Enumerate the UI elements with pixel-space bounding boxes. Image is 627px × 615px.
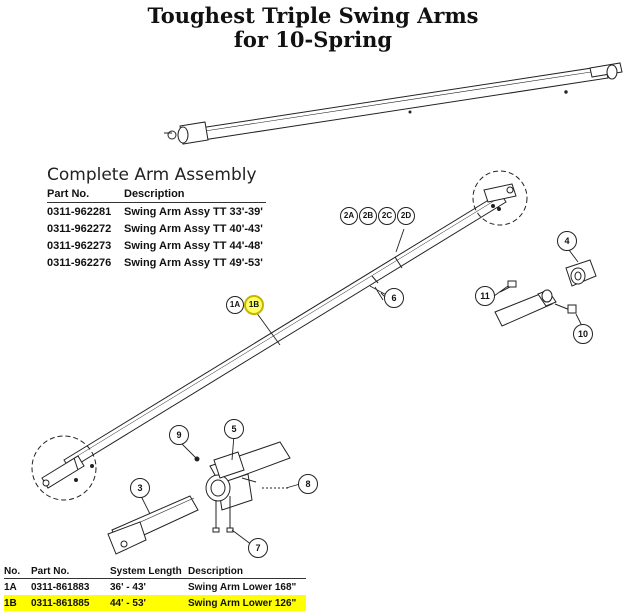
part-11-slide	[494, 280, 577, 327]
part-5-assembly	[194, 441, 291, 533]
lower-col-length: System Length	[110, 564, 188, 579]
assembly-part-cell: 0311-962276	[47, 256, 112, 269]
callout-2a: 2A	[340, 207, 358, 225]
assembly-desc-cell: Swing Arm Assy TT 49'-53'	[124, 256, 263, 269]
callout-2c: 2C	[378, 207, 396, 225]
callout-10: 10	[573, 324, 593, 344]
assembly-table: Part No. Description 0311-962281 Swing A…	[47, 186, 266, 271]
table-row: 0311-962273 Swing Arm Assy TT 44'-48'	[47, 237, 266, 254]
lower-no-cell: 1B	[4, 595, 31, 611]
detail-circle-top	[472, 170, 528, 226]
lower-length-cell: 44' - 53'	[110, 595, 188, 611]
lower-part-cell: 0311-861883	[31, 581, 90, 593]
table-row: 0311-962272 Swing Arm Assy TT 40'-43'	[47, 220, 266, 237]
detail-circle-bottom	[31, 435, 97, 501]
lower-length-cell: 36' - 43'	[110, 581, 146, 593]
assembly-desc-cell: Swing Arm Assy TT 40'-43'	[124, 222, 263, 235]
callout-6: 6	[384, 288, 404, 308]
bottom-end-fitting	[41, 455, 94, 489]
callout-4: 4	[557, 231, 577, 251]
assembly-desc-cell: Swing Arm Assy TT 44'-48'	[124, 239, 263, 252]
callout-5: 5	[224, 419, 244, 439]
assembly-heading: Complete Arm Assembly	[47, 165, 257, 185]
assembly-col-part: Part No.	[47, 186, 124, 203]
callout-7: 7	[248, 538, 268, 558]
table-row: 0311-962276 Swing Arm Assy TT 49'-53'	[47, 254, 266, 271]
assembly-col-desc: Description	[124, 186, 266, 203]
lower-header-row: No. Part No. System Length Description	[4, 564, 306, 579]
leader-lines	[139, 228, 583, 546]
title-line-1: Toughest Triple Swing Arms	[147, 3, 479, 28]
callout-11: 11	[475, 286, 495, 306]
callout-1a: 1A	[226, 296, 244, 314]
title-line-2: for 10-Spring	[233, 27, 393, 52]
part-4-bracket	[565, 259, 597, 287]
table-row: 1A 0311-861883 36' - 43' Swing Arm Lower…	[4, 579, 306, 596]
callout-2b: 2B	[359, 207, 377, 225]
callout-9: 9	[169, 425, 189, 445]
assembly-part-cell: 0311-962272	[47, 222, 112, 235]
top-end-fitting	[483, 183, 517, 211]
lower-part-cell: 0311-861885	[31, 595, 110, 611]
assembly-header-row: Part No. Description	[47, 186, 266, 203]
lower-desc-cell: Swing Arm Lower 168"	[188, 581, 297, 593]
callout-8: 8	[298, 474, 318, 494]
lower-col-no: No.	[4, 564, 31, 579]
callout-1b: 1B	[244, 295, 264, 315]
table-row-highlighted: 1B 0311-861885 44' - 53' Swing Arm Lower…	[4, 595, 306, 611]
overview-swing-arm	[164, 62, 623, 145]
part-3-slide	[107, 495, 199, 555]
assembly-desc-cell: Swing Arm Assy TT 33'-39'	[124, 205, 263, 218]
lower-col-part: Part No.	[31, 564, 110, 579]
table-row: 0311-962281 Swing Arm Assy TT 33'-39'	[47, 203, 266, 221]
lower-col-desc: Description	[188, 564, 306, 579]
lower-arm-table: No. Part No. System Length Description 1…	[4, 564, 306, 611]
callout-3: 3	[130, 478, 150, 498]
lower-desc-cell: Swing Arm Lower 126"	[188, 595, 306, 611]
callout-2d: 2D	[397, 207, 415, 225]
assembly-part-cell: 0311-962281	[47, 205, 112, 218]
assembly-part-cell: 0311-962273	[47, 239, 112, 252]
lower-no-cell: 1A	[4, 581, 17, 593]
